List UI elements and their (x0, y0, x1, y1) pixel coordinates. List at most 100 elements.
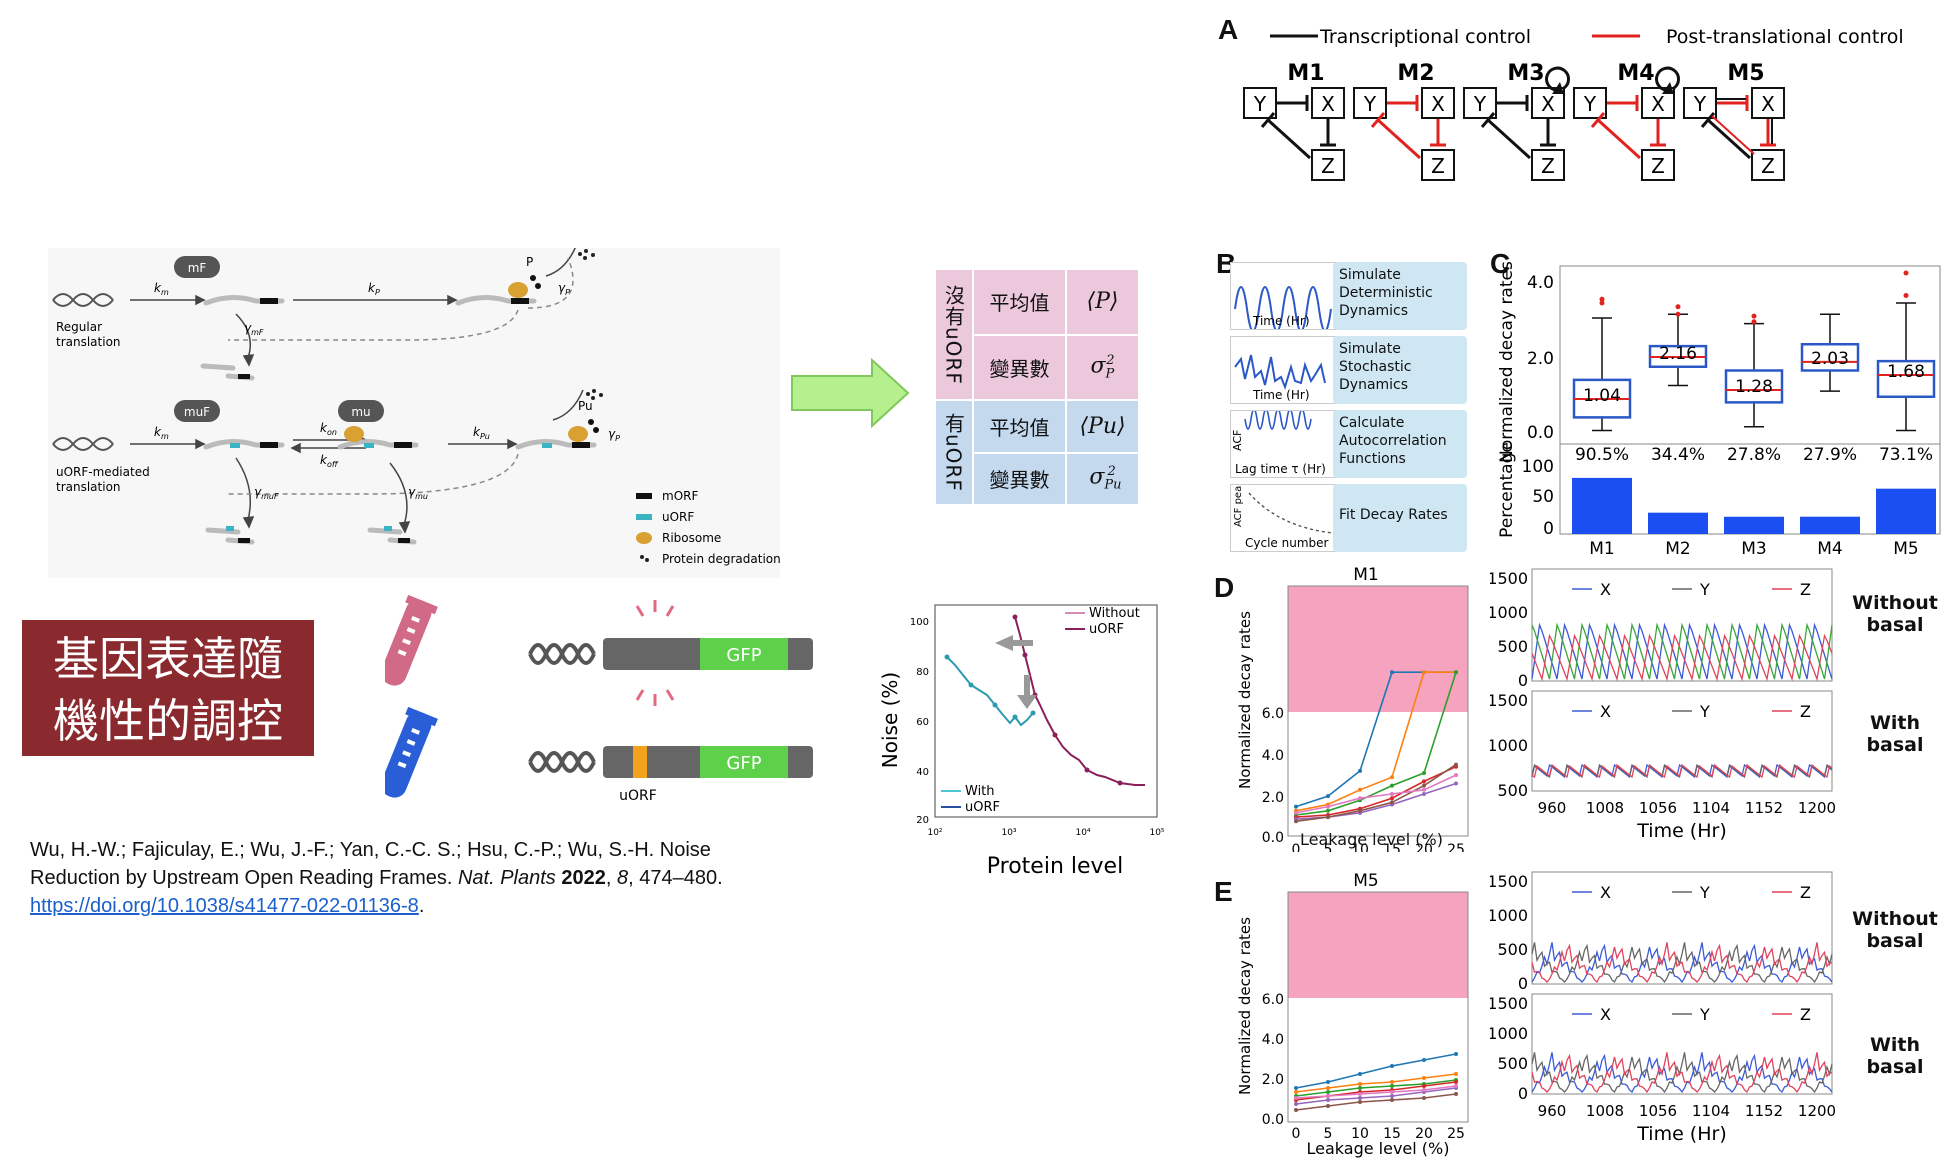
ts-legend-label: X (1600, 702, 1611, 721)
svg-text:1000: 1000 (1490, 906, 1528, 925)
svg-text:1500: 1500 (1490, 569, 1528, 588)
svg-text:Leakage level (%): Leakage level (%) (1307, 1139, 1450, 1158)
svg-text:0: 0 (1518, 671, 1528, 690)
svg-text:0: 0 (1543, 519, 1554, 539)
category-label: M2 (1665, 539, 1690, 559)
variance-pu-symbol: σPu2 (1065, 451, 1140, 507)
svg-text:1056: 1056 (1639, 799, 1677, 817)
ts-legend-label: Y (1699, 883, 1710, 902)
ts-series (1531, 942, 1833, 984)
uorf-translation-label: uORF-mediated (56, 465, 150, 479)
svg-text:10³: 10³ (1001, 828, 1016, 838)
svg-text:10: 10 (1351, 842, 1369, 852)
leakage-series (1295, 671, 1457, 816)
panel-d-decay-plot: M1 Normalized decay rates 6.0 4.0 2.0 0.… (1236, 565, 1469, 852)
svg-text:1008: 1008 (1586, 1102, 1624, 1120)
ts-series (1531, 942, 1833, 984)
test-tube-icon (385, 594, 438, 686)
panel-e-decay-plot: M5 Normalized decay rates 6.0 4.0 2.0 0.… (1236, 871, 1469, 1158)
svg-text:1104: 1104 (1692, 1102, 1730, 1120)
svg-text:1056: 1056 (1639, 1102, 1677, 1120)
p-label: P (526, 255, 533, 269)
svg-text:0: 0 (1292, 1126, 1301, 1142)
edge-z-y (1376, 118, 1422, 160)
ts-series (1531, 1052, 1833, 1094)
svg-text:10⁴: 10⁴ (1075, 828, 1090, 838)
citation: Wu, H.-W.; Fajiculay, E.; Wu, J.-F.; Yan… (30, 839, 723, 917)
svg-text:1500: 1500 (1490, 994, 1528, 1013)
regular-translation-label: Regular (56, 320, 102, 334)
svg-text:γmF: γmF (244, 321, 264, 337)
svg-text:2.0: 2.0 (1527, 349, 1554, 369)
svg-text:10: 10 (1351, 1126, 1369, 1142)
right-arrow-icon (791, 358, 910, 428)
edge-z-y (1596, 118, 1642, 160)
svg-text:50: 50 (1532, 487, 1554, 507)
svg-text:kPu: kPu (473, 425, 490, 441)
median-label: 1.28 (1735, 377, 1773, 397)
node-x (1421, 87, 1455, 119)
svg-text:20: 20 (1415, 842, 1433, 852)
svg-text:0: 0 (1292, 842, 1301, 852)
ts-legend-label: Z (1800, 580, 1811, 599)
mean-p-symbol: ⟨P⟩ (1065, 268, 1140, 336)
step-fit-decay: Fit Decay Rates (1333, 484, 1467, 552)
svg-text:4.0: 4.0 (1527, 273, 1554, 293)
svg-text:Normalized decay rates: Normalized decay rates (1236, 917, 1254, 1095)
panel-e-without-basal: Without basal (1852, 908, 1938, 952)
svg-text:4.0: 4.0 (1262, 1032, 1284, 1048)
noise-plot: Noise (%) Protein level 100 80 60 40 20 … (878, 604, 1165, 879)
panel-a-legend: Transcriptional control Post-translation… (1270, 26, 1904, 48)
svg-text:γP: γP (608, 427, 620, 443)
svg-text:Y: Y (1253, 92, 1267, 116)
svg-text:20: 20 (916, 815, 929, 826)
median-label: 1.68 (1887, 362, 1925, 382)
ts-legend-label: Z (1800, 883, 1811, 902)
node-x (1751, 87, 1785, 119)
svg-text:5: 5 (1324, 842, 1333, 852)
svg-text:km: km (154, 425, 169, 441)
svg-text:uORF: uORF (965, 800, 1000, 815)
svg-text:2.0: 2.0 (1262, 1072, 1284, 1088)
node-x (1311, 87, 1345, 119)
svg-text:X: X (1761, 92, 1775, 116)
node-z (1751, 149, 1785, 181)
svg-text:10⁵: 10⁵ (1149, 828, 1164, 838)
uorf-label: uORF (619, 788, 657, 804)
svg-text:100: 100 (1522, 457, 1554, 477)
panel-a-label: A (1218, 14, 1239, 45)
leakage-series (1295, 765, 1457, 818)
self-loop-icon (1545, 66, 1571, 92)
svg-text:6.0: 6.0 (1262, 706, 1284, 722)
svg-text:M1: M1 (1353, 565, 1378, 585)
node-y (1683, 87, 1717, 119)
median-label: 1.04 (1583, 386, 1621, 406)
median-label: 2.16 (1659, 344, 1697, 364)
svg-text:γP: γP (558, 281, 570, 297)
median-label: 2.03 (1811, 349, 1849, 369)
svg-text:1152: 1152 (1745, 1102, 1783, 1120)
svg-text:960: 960 (1538, 799, 1567, 817)
leakage-series (1295, 671, 1456, 812)
percentage-label: 73.1% (1879, 445, 1933, 465)
with-uorf-series (946, 656, 1034, 727)
motif-title: M1 (1287, 61, 1324, 86)
svg-text:25: 25 (1447, 1126, 1465, 1142)
leakage-series (1295, 763, 1457, 823)
svg-text:0.0: 0.0 (1262, 1112, 1284, 1128)
svg-text:ACF peaks: ACF peaks (1233, 485, 1244, 527)
percentage-bar-m1: 90.5%M1 (1572, 445, 1632, 559)
gfp-label: GFP (726, 753, 761, 774)
has-uorf-header: 有uORF (934, 399, 974, 506)
mechanism-diagram: Regular translation uORF-mediated transl… (48, 248, 780, 578)
svg-text:Time (Hr): Time (Hr) (1252, 388, 1310, 402)
svg-text:X: X (1321, 92, 1335, 116)
title-line-1: 基因表達隨 (53, 632, 283, 686)
doi-link[interactable]: https://doi.org/10.1038/s41477-022-01136… (30, 895, 419, 917)
node-z (1531, 149, 1565, 181)
node-y (1243, 87, 1277, 119)
title-line-2: 機性的調控 (53, 694, 283, 748)
svg-text:mORF: mORF (662, 489, 698, 503)
node-y (1573, 87, 1607, 119)
